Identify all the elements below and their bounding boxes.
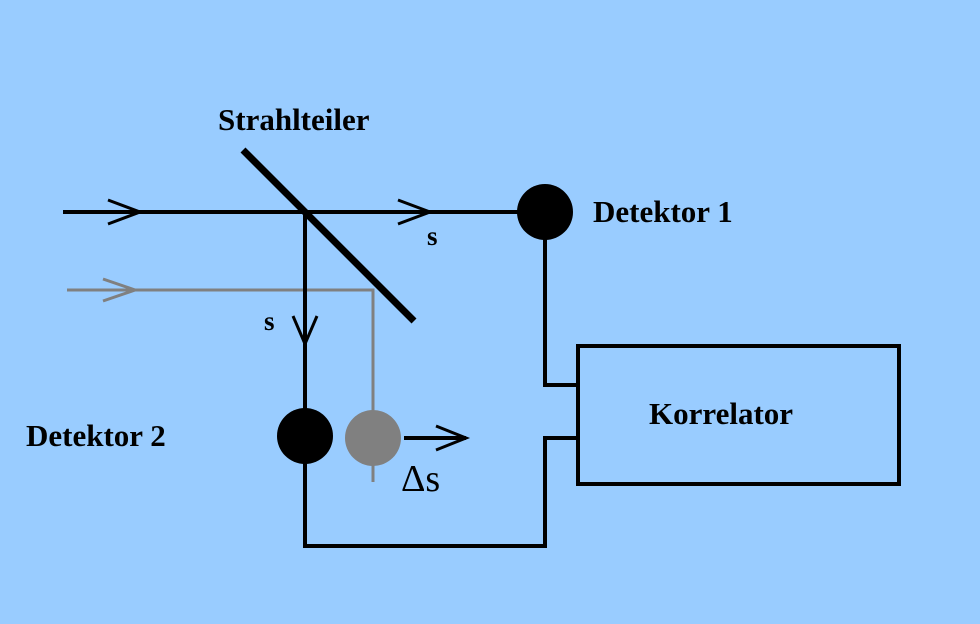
detector1-label: Detektor 1: [593, 194, 733, 229]
detector1-cable: [543, 238, 578, 387]
shift-arrow-icon: [435, 424, 471, 452]
detector2-shifted-icon: [345, 410, 401, 466]
detector2-label: Detektor 2: [26, 418, 166, 453]
detector2-cable: [303, 436, 578, 548]
detector2-icon: [277, 408, 333, 464]
delta-s-label: Δs: [401, 458, 440, 500]
correlator-label: Korrelator: [649, 396, 793, 431]
shifted-beam-arrow-icon: [102, 277, 140, 303]
beamsplitter-label: Strahlteiler: [218, 102, 370, 137]
correlator-box: [576, 344, 901, 486]
path-s-vertical-label: s: [264, 306, 275, 336]
reflected-beam-arrow-icon: [291, 315, 319, 348]
transmitted-beam-arrow-icon: [397, 198, 435, 226]
detector1-icon: [517, 184, 573, 240]
beamsplitter-mirror: [240, 147, 417, 324]
path-s-horizontal-label: s: [427, 221, 438, 251]
incoming-beam-arrow-icon: [107, 198, 145, 226]
